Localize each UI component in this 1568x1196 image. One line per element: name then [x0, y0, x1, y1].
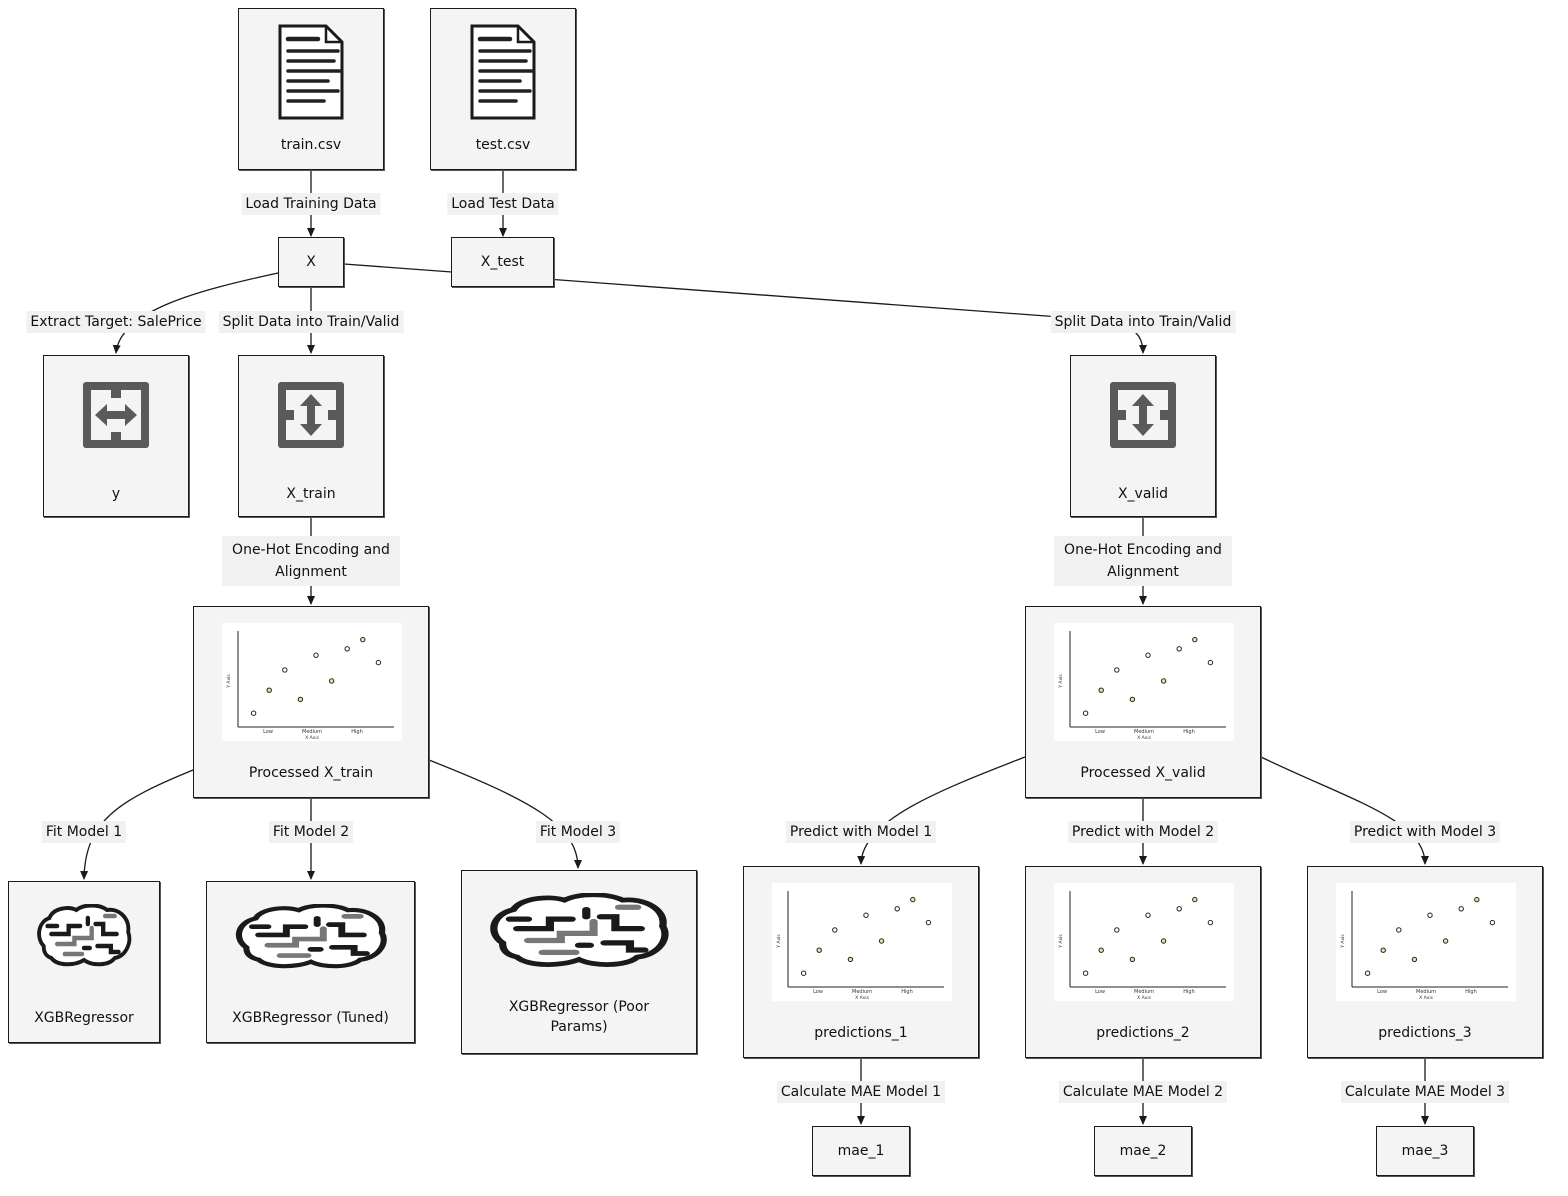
- edge-fit3: [428, 759, 582, 869]
- test-csv-node: test.csv: [430, 8, 576, 170]
- processed-x-train-node: Low Medium High X Axis Y Axis Processed X_tr…: [193, 606, 429, 798]
- brain-icon: [488, 893, 670, 969]
- scatter-plot-icon: Low Medium High X Axis Y Axis: [1054, 623, 1234, 741]
- scatter-plot-icon: Low Medium High X Axis Y Axis: [1054, 883, 1234, 1001]
- model2-node: XGBRegressor (Tuned): [206, 881, 415, 1043]
- y-node: y: [43, 355, 189, 517]
- train-csv-node: train.csv: [238, 8, 384, 170]
- svg-text:Medium: Medium: [1416, 989, 1436, 995]
- edge-predict1: [857, 756, 1026, 865]
- mae2-label: mae_2: [1119, 1143, 1167, 1159]
- edge-label-mae1: Calculate MAE Model 1: [776, 1081, 946, 1103]
- processed-x-valid-node: Low Medium High X Axis Y Axis Processed X_va…: [1025, 606, 1261, 798]
- edge-label-predict2: Predict with Model 2: [1067, 821, 1219, 843]
- predictions2-label: predictions_2: [1096, 1025, 1190, 1041]
- document-icon: [276, 23, 346, 121]
- mae2-node: mae_2: [1094, 1126, 1192, 1176]
- model2-label: XGBRegressor (Tuned): [232, 1010, 389, 1026]
- svg-text:Y Axis: Y Axis: [1058, 934, 1064, 949]
- edge-label-predict3: Predict with Model 3: [1349, 821, 1501, 843]
- scatter-plot-icon: Low Medium High X Axis Y Axis: [772, 883, 952, 1001]
- edge-label-mae3: Calculate MAE Model 3: [1340, 1081, 1510, 1103]
- svg-text:Low: Low: [1095, 729, 1105, 735]
- scatter-plot-icon: Low Medium High X Axis Y Axis: [1336, 883, 1516, 1001]
- edge-label-split-train: Split Data into Train/Valid: [218, 311, 404, 333]
- svg-text:High: High: [901, 989, 913, 995]
- model3-node: XGBRegressor (Poor Params): [461, 870, 697, 1054]
- svg-text:Medium: Medium: [852, 989, 872, 995]
- svg-text:High: High: [351, 729, 363, 735]
- predictions1-node: Low Medium High X Axis Y Axis predictions_1: [743, 866, 979, 1058]
- svg-text:X Axis: X Axis: [855, 995, 870, 1001]
- x-node: X: [278, 237, 344, 287]
- x-label: X: [306, 254, 316, 270]
- test-csv-label: test.csv: [475, 137, 531, 153]
- y-label: y: [111, 486, 121, 502]
- svg-text:High: High: [1183, 989, 1195, 995]
- mae3-label: mae_3: [1401, 1143, 1449, 1159]
- processed-x-train-label: Processed X_train: [248, 765, 374, 781]
- edge-label-load-train: Load Training Data: [241, 193, 381, 215]
- svg-text:Y Axis: Y Axis: [776, 934, 782, 949]
- split-vertical-icon: [1108, 380, 1178, 450]
- edge-label-fit3: Fit Model 3: [535, 821, 621, 843]
- edge-label-ohe-valid: One-Hot Encoding and Alignment: [1054, 536, 1232, 586]
- mae1-label: mae_1: [837, 1143, 885, 1159]
- edge-label-load-test: Load Test Data: [447, 193, 559, 215]
- svg-text:X Axis: X Axis: [305, 735, 320, 741]
- x-train-label: X_train: [286, 486, 336, 502]
- x-valid-node: X_valid: [1070, 355, 1216, 517]
- model1-label: XGBRegressor: [34, 1010, 134, 1026]
- edge-label-extract-target: Extract Target: SalePrice: [26, 311, 206, 333]
- mae1-node: mae_1: [812, 1126, 910, 1176]
- svg-text:High: High: [1465, 989, 1477, 995]
- svg-text:Medium: Medium: [302, 729, 322, 735]
- svg-text:Y Axis: Y Axis: [226, 674, 232, 689]
- model1-node: XGBRegressor: [8, 881, 160, 1043]
- predictions2-node: Low Medium High X Axis Y Axis predictions_2: [1025, 866, 1261, 1058]
- svg-text:Low: Low: [1377, 989, 1387, 995]
- svg-text:Low: Low: [263, 729, 273, 735]
- x-test-label: X_test: [480, 254, 525, 270]
- scatter-plot-icon: Low Medium High X Axis Y Axis: [222, 623, 402, 741]
- svg-text:X Axis: X Axis: [1137, 995, 1152, 1001]
- brain-icon: [36, 904, 132, 968]
- processed-x-valid-label: Processed X_valid: [1080, 765, 1206, 781]
- svg-text:Low: Low: [813, 989, 823, 995]
- edge-label-split-valid: Split Data into Train/Valid: [1050, 311, 1236, 333]
- svg-text:Medium: Medium: [1134, 729, 1154, 735]
- train-csv-label: train.csv: [280, 137, 342, 153]
- svg-text:X Axis: X Axis: [1419, 995, 1434, 1001]
- predictions1-label: predictions_1: [814, 1025, 908, 1041]
- edge-label-fit1: Fit Model 1: [41, 821, 127, 843]
- svg-text:Y Axis: Y Axis: [1340, 934, 1346, 949]
- predictions3-label: predictions_3: [1378, 1025, 1472, 1041]
- svg-text:Low: Low: [1095, 989, 1105, 995]
- svg-text:X Axis: X Axis: [1137, 735, 1152, 741]
- edge-label-fit2: Fit Model 2: [268, 821, 354, 843]
- x-train-node: X_train: [238, 355, 384, 517]
- brain-icon: [234, 904, 388, 970]
- document-icon: [468, 23, 538, 121]
- split-vertical-icon: [276, 380, 346, 450]
- edge-label-mae2: Calculate MAE Model 2: [1058, 1081, 1228, 1103]
- edge-label-predict1: Predict with Model 1: [785, 821, 937, 843]
- mae3-node: mae_3: [1376, 1126, 1474, 1176]
- split-horizontal-icon: [81, 380, 151, 450]
- svg-text:High: High: [1183, 729, 1195, 735]
- svg-text:Medium: Medium: [1134, 989, 1154, 995]
- model3-label: XGBRegressor (Poor Params): [508, 999, 650, 1035]
- x-test-node: X_test: [451, 237, 554, 287]
- edge-label-ohe-train: One-Hot Encoding and Alignment: [222, 536, 400, 586]
- predictions3-node: Low Medium High X Axis Y Axis predictions_3: [1307, 866, 1543, 1058]
- svg-text:Y Axis: Y Axis: [1058, 674, 1064, 689]
- edge-predict3: [1260, 756, 1429, 865]
- x-valid-label: X_valid: [1117, 486, 1169, 502]
